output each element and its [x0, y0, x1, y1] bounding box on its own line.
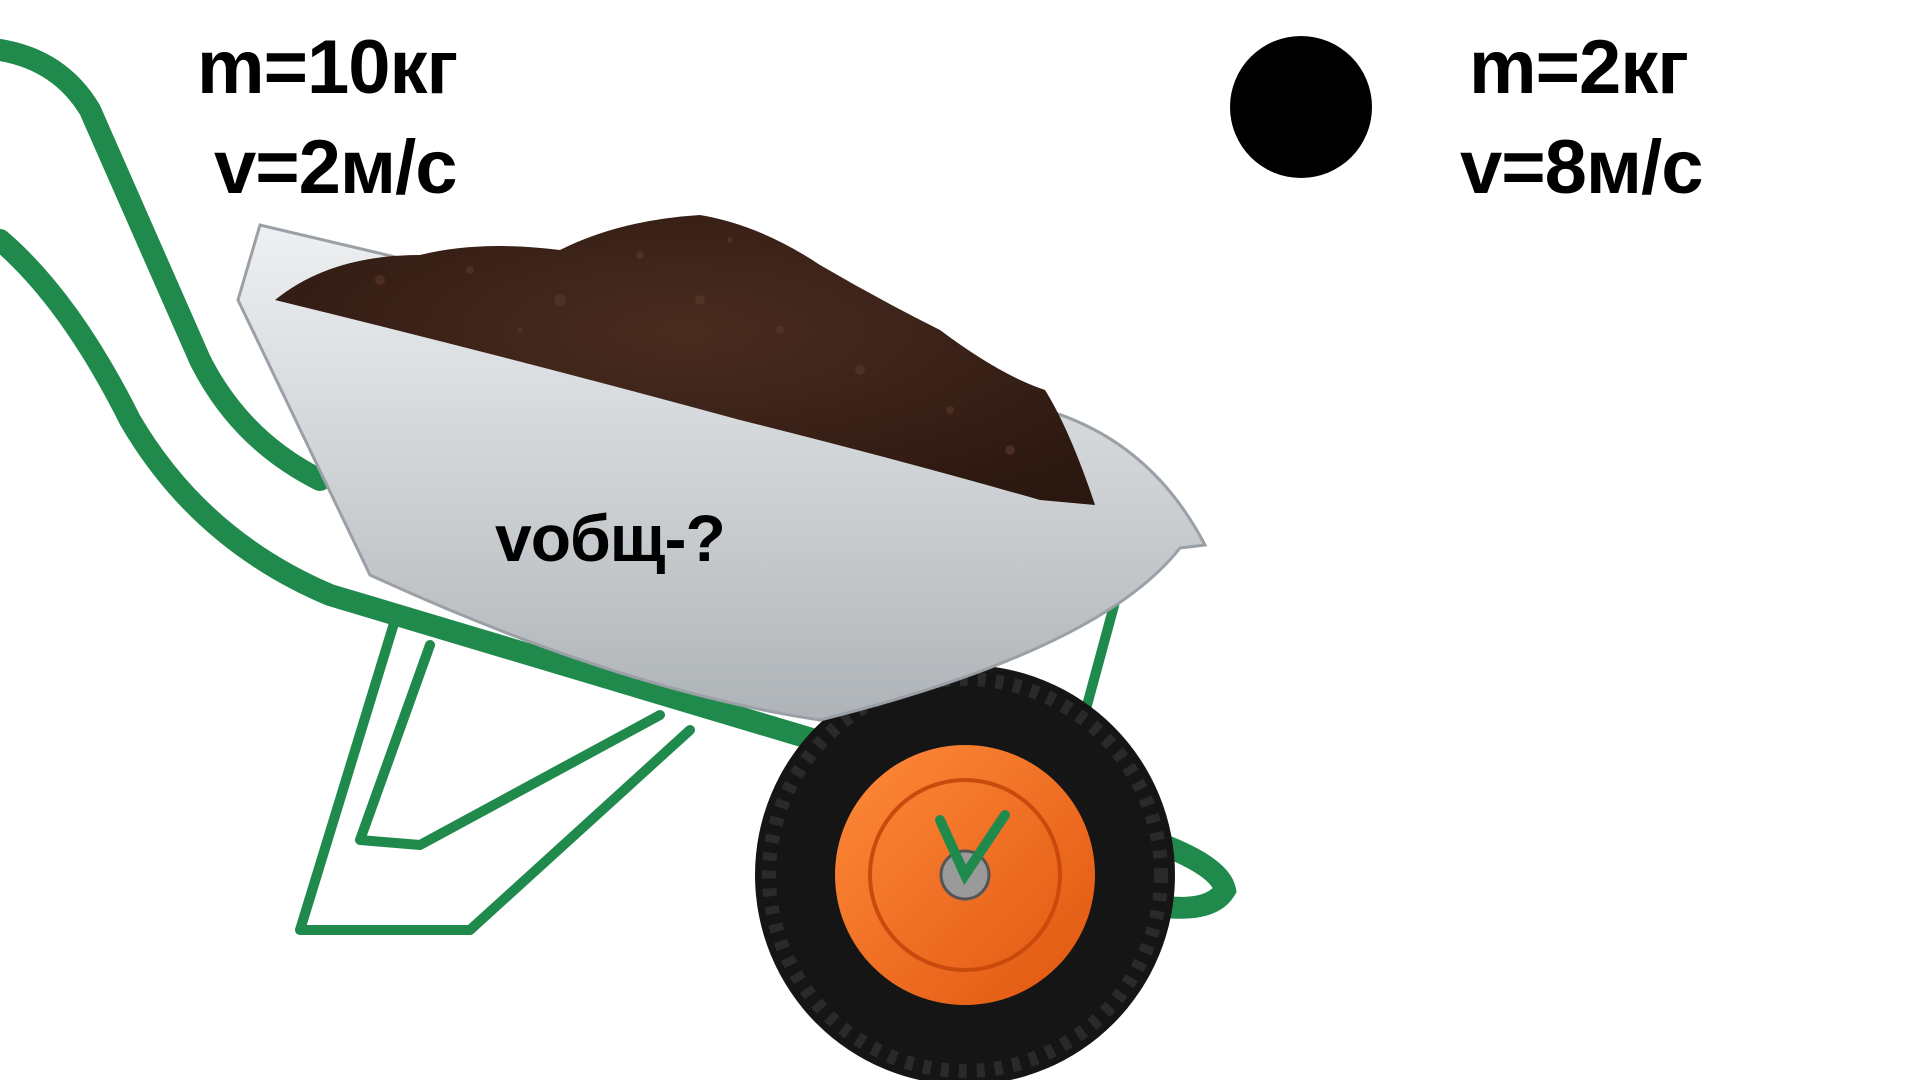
ball-velocity-label: v=8м/с: [1460, 125, 1704, 210]
ball-mass-label: m=2кг: [1469, 25, 1689, 110]
total-velocity-question: vобщ-?: [495, 501, 726, 575]
handle-lower: [0, 229, 1237, 919]
ball: [1230, 36, 1372, 178]
handle-upper: [0, 39, 331, 491]
soil-texture: [375, 237, 1015, 455]
axle-bracket: [935, 810, 1010, 886]
cart-velocity-label: v=2м/с: [214, 125, 458, 210]
cart-mass-label: m=10кг: [197, 25, 458, 110]
soil: [275, 215, 1095, 505]
